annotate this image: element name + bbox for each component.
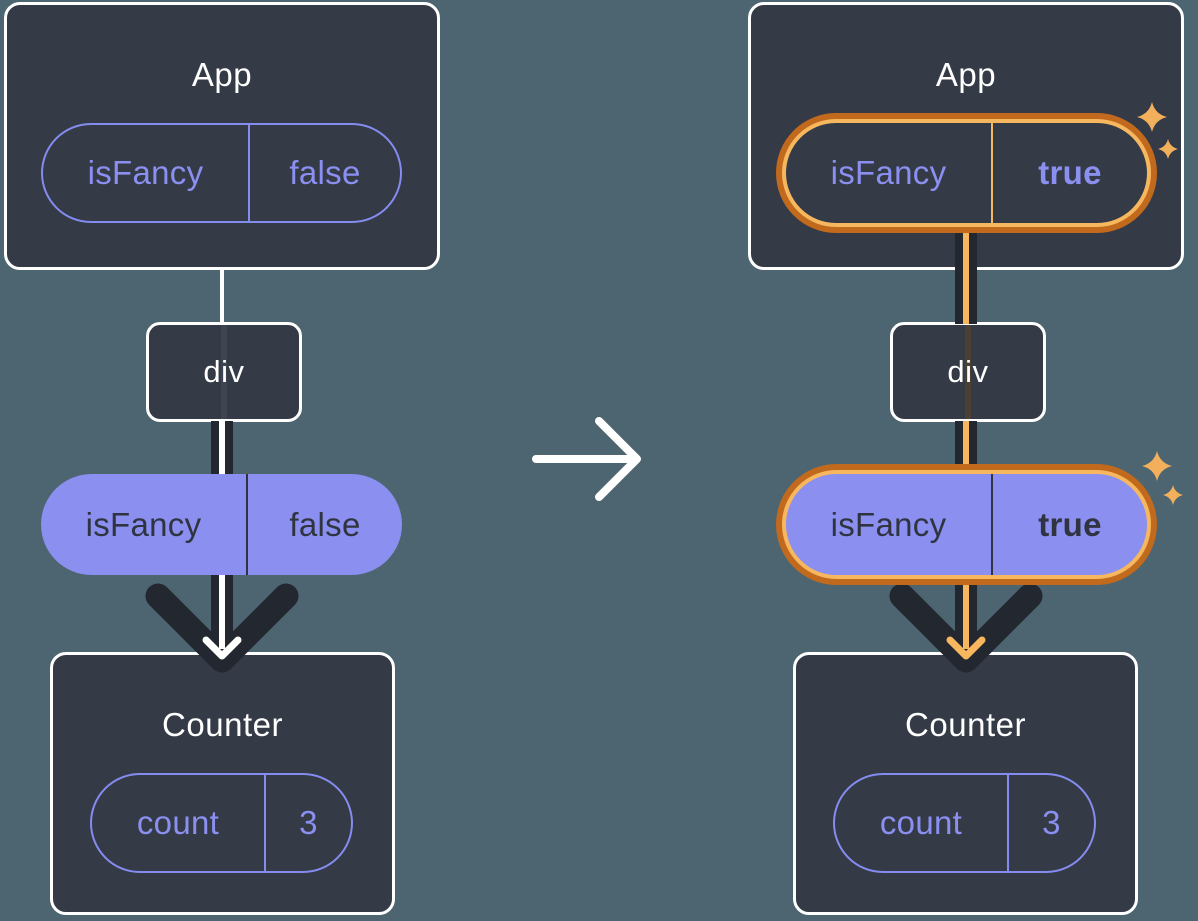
- before-div-node: div: [146, 322, 302, 422]
- before-counter-state-pill: count 3: [90, 773, 353, 873]
- state-value: 3: [1007, 775, 1094, 871]
- after-div-label: div: [947, 354, 989, 389]
- prop-value: true: [991, 123, 1147, 223]
- after-counter-title: Counter: [905, 706, 1026, 743]
- prop-name: isFancy: [87, 154, 204, 191]
- after-div-node: div: [890, 322, 1046, 422]
- prop-name: isFancy: [85, 505, 202, 543]
- state-name: count: [879, 804, 963, 841]
- prop-value: false: [248, 125, 400, 221]
- arrow-right-icon: [532, 417, 641, 501]
- prop-value: false: [246, 474, 402, 575]
- after-counter-state-pill: count 3: [833, 773, 1096, 873]
- after-app-prop-pill-highlighted: isFancy true: [782, 119, 1151, 227]
- after-div-innerline: [965, 325, 971, 419]
- before-app-prop-pill: isFancy false: [41, 123, 402, 223]
- before-app-title: App: [191, 56, 253, 93]
- prop-name: isFancy: [830, 505, 947, 543]
- after-flow-prop-pill-highlighted: isFancy true: [782, 470, 1151, 579]
- before-flow-prop-pill: isFancy false: [41, 474, 402, 575]
- before-div-label: div: [203, 354, 245, 389]
- prop-value: true: [991, 474, 1147, 575]
- state-name: count: [136, 804, 220, 841]
- after-app-title: App: [935, 56, 997, 93]
- state-value: 3: [264, 775, 351, 871]
- before-counter-title: Counter: [162, 706, 283, 743]
- before-div-innerline: [221, 325, 227, 419]
- prop-name: isFancy: [830, 154, 947, 191]
- before-counter-card: Counter: [50, 652, 395, 915]
